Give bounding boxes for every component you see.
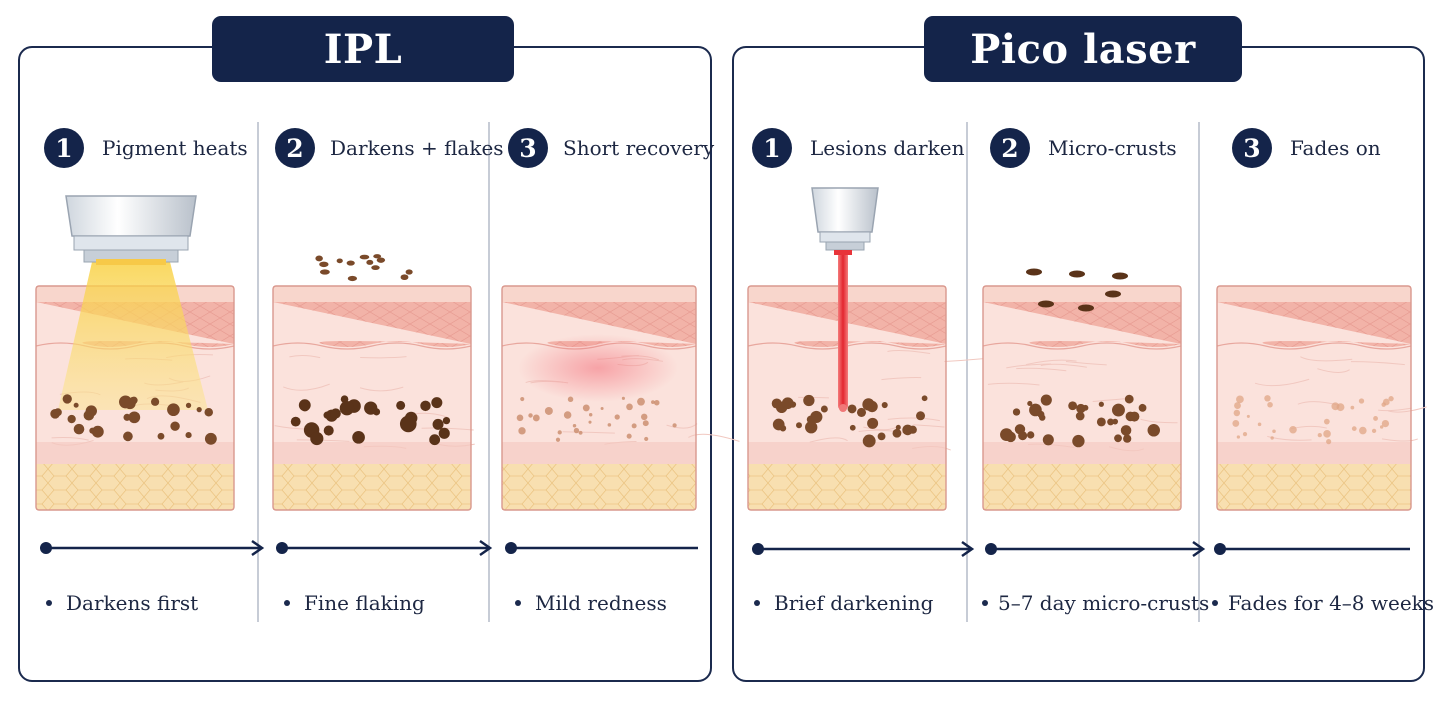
- pigment-dots: [290, 395, 451, 446]
- step-label: Lesions darken: [810, 136, 965, 160]
- flake: [319, 269, 330, 275]
- ipl-step-2: 2 Darkens + flakes: [275, 127, 504, 169]
- pigment-dots: [1000, 394, 1160, 448]
- pico-step-2: 2 Micro-crusts: [990, 127, 1177, 169]
- ipl-note-2: Fine flaking: [284, 588, 425, 618]
- micro-crust: [1069, 270, 1085, 278]
- micro-crust: [1026, 268, 1042, 276]
- bullet-icon: [46, 600, 52, 606]
- bullet-icon: [284, 600, 290, 606]
- step-label: Short recovery: [563, 136, 715, 160]
- ipl-light-beam: [58, 262, 208, 410]
- micro-crust: [1112, 272, 1128, 280]
- ipl-step-3: 3 Short recovery: [508, 127, 714, 169]
- pico-title: Pico laser: [924, 16, 1242, 82]
- ipl-title: IPL: [212, 16, 514, 82]
- pigment-dots: [516, 396, 677, 442]
- pigment-dots: [50, 394, 217, 445]
- flake: [347, 275, 358, 282]
- skin-cross-section-icon: [272, 285, 475, 511]
- step-label: Micro-crusts: [1048, 136, 1177, 160]
- pico-note-1: Brief darkening: [754, 588, 933, 618]
- step-number-badge: 2: [275, 128, 315, 168]
- flake: [359, 254, 370, 260]
- pico-divider-1: [966, 122, 968, 622]
- micro-crust: [1105, 290, 1121, 298]
- note-text: Fine flaking: [304, 591, 425, 615]
- flake: [336, 258, 343, 264]
- step-number-badge: 3: [508, 128, 548, 168]
- pico-note-3: Fades for 4–8 weeks: [1212, 588, 1434, 618]
- bullet-icon: [515, 600, 521, 606]
- ipl-divider-2: [488, 122, 490, 622]
- ipl-step-1: 1 Pigment heats: [44, 127, 248, 169]
- bullet-icon: [1212, 600, 1218, 606]
- timeline-arrow-icon: [40, 539, 265, 557]
- micro-crust: [1038, 300, 1054, 308]
- pigment-dots: [771, 394, 928, 448]
- flake: [366, 259, 374, 265]
- step-number-badge: 2: [990, 128, 1030, 168]
- pigment-dots: [1232, 395, 1394, 445]
- flake: [371, 265, 380, 271]
- flake: [373, 254, 382, 259]
- step-number-badge: 1: [752, 128, 792, 168]
- step-number-badge: 1: [44, 128, 84, 168]
- flake: [405, 269, 413, 275]
- flake: [319, 261, 329, 268]
- laser-beam: [838, 252, 848, 410]
- flake: [315, 255, 323, 262]
- pico-divider-2: [1198, 122, 1200, 622]
- step-label: Pigment heats: [102, 136, 248, 160]
- pico-note-2: 5–7 day micro-crusts: [982, 588, 1209, 618]
- bullet-icon: [754, 600, 760, 606]
- step-label: Darkens + flakes: [330, 136, 504, 160]
- skin-cross-section-icon: [982, 285, 1182, 511]
- note-text: Darkens first: [66, 591, 199, 615]
- ipl-divider-1: [257, 122, 259, 622]
- note-text: 5–7 day micro-crusts: [998, 591, 1210, 615]
- ipl-note-3: Mild redness: [515, 588, 667, 618]
- timeline-line: [505, 542, 698, 554]
- note-text: Mild redness: [535, 591, 667, 615]
- timeline-arrow-icon: [752, 540, 975, 558]
- laser-spot: [839, 404, 847, 412]
- pico-step-1: 1 Lesions darken: [752, 127, 964, 169]
- flake: [376, 257, 386, 263]
- laser-handpiece-icon: [811, 187, 879, 255]
- note-text: Brief darkening: [774, 591, 934, 615]
- timeline-arrow-icon: [985, 540, 1206, 558]
- note-text: Fades for 4–8 weeks: [1228, 591, 1435, 615]
- timeline-line: [1214, 543, 1410, 555]
- skin-cross-section-icon: [1216, 285, 1427, 511]
- ipl-handpiece-icon: [65, 195, 197, 265]
- micro-crust: [1078, 304, 1094, 312]
- bullet-icon: [982, 600, 988, 606]
- pico-step-3: 3 Fades on: [1232, 127, 1381, 169]
- skin-cross-section-icon: [747, 285, 984, 511]
- ipl-note-1: Darkens first: [46, 588, 198, 618]
- step-number-badge: 3: [1232, 128, 1272, 168]
- timeline-arrow-icon: [276, 539, 493, 557]
- flake: [400, 274, 409, 281]
- flake: [346, 260, 355, 266]
- step-label: Fades on: [1290, 136, 1381, 160]
- redness-glow: [518, 334, 678, 402]
